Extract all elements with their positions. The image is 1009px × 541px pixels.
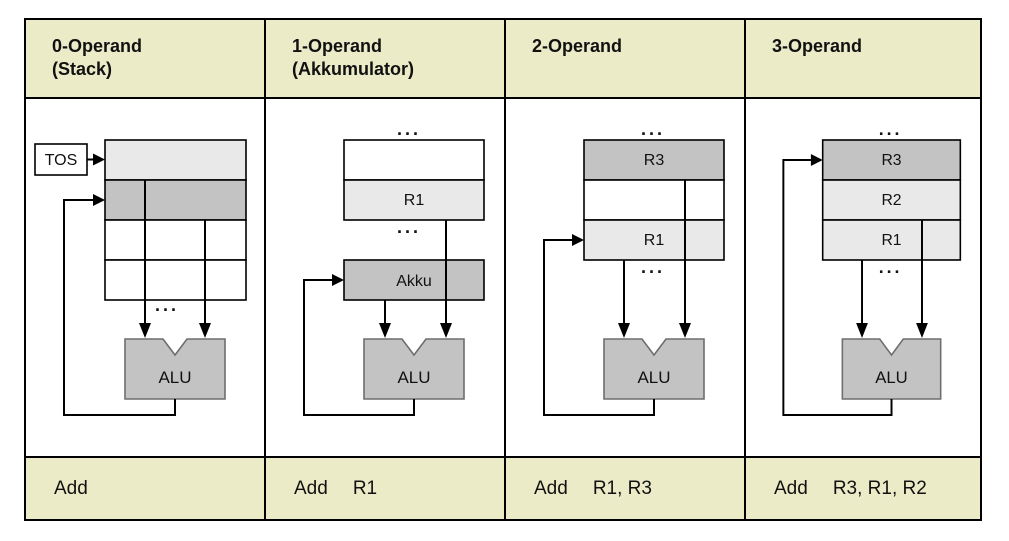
result-feedback-arrowhead <box>93 194 105 206</box>
alu-label: ALU <box>875 368 908 387</box>
register-cell-r3 <box>583 139 725 181</box>
result-feedback-line <box>63 199 176 416</box>
stack-cell-second <box>104 179 247 221</box>
register-cell-r3 <box>821 139 962 181</box>
instruction-opcode: Add <box>774 477 808 499</box>
instruction-cell-accumulator: Add R1 <box>266 456 506 519</box>
tos-pointer-arrowhead <box>93 153 105 166</box>
diagram-cell-stack: TOS ... ALU <box>26 99 266 456</box>
header-line-1: 2-Operand <box>532 36 623 56</box>
accumulator-diagram: ... R1 ... Akku ALU <box>303 119 485 416</box>
instruction-operands: R1, R3 <box>592 477 652 499</box>
result-feedback-arrowhead <box>332 274 344 286</box>
instruction-operands: R1 <box>352 477 378 499</box>
header-line-1: 1-Operand <box>292 36 383 56</box>
register-cell-empty <box>583 179 725 221</box>
instruction-opcode: Add <box>534 477 568 499</box>
alu-label: ALU <box>397 368 430 387</box>
three-operand-diagram: ... R3 R2 R1 ... ALU <box>782 119 962 416</box>
header-line-1: 3-Operand <box>772 36 863 56</box>
ellipsis-top: ... <box>879 119 903 139</box>
operand-arrowhead-right <box>679 323 691 338</box>
alu-box <box>363 338 465 400</box>
register-cell-r1 <box>821 219 962 261</box>
result-feedback-line <box>303 279 415 416</box>
ellipsis-bottom: ... <box>155 295 179 315</box>
header-line-1: 0-Operand <box>52 36 143 56</box>
stack-cell-third <box>104 219 247 261</box>
column-header-stack: 0-Operand (Stack) <box>26 20 266 99</box>
ellipsis-bottom: ... <box>397 217 421 237</box>
result-feedback-arrowhead <box>810 154 823 166</box>
instruction-operands: R3, R1, R2 <box>832 477 927 499</box>
two-operand-diagram: ... R3 R1 ... ALU <box>543 119 725 416</box>
column-header-3-operand: 3-Operand <box>746 20 980 99</box>
result-feedback-line <box>782 159 893 416</box>
r1-label: R1 <box>404 192 425 209</box>
column-header-accumulator: 1-Operand (Akkumulator) <box>266 20 506 99</box>
operand-arrowhead-left <box>618 323 630 338</box>
diagram-cell-accumulator: ... R1 ... Akku ALU <box>266 99 506 456</box>
operand-arrowhead-left <box>856 323 868 338</box>
register-cell-r1 <box>583 219 725 261</box>
alu-label: ALU <box>637 368 670 387</box>
alu-box <box>124 338 226 400</box>
header-line-2: (Akkumulator) <box>292 59 415 79</box>
result-feedback-arrowhead <box>572 234 584 246</box>
ellipsis-top: ... <box>397 119 421 139</box>
diagram-cell-3-operand: ... R3 R2 R1 ... ALU <box>746 99 980 456</box>
ellipsis-top: ... <box>641 119 665 139</box>
operand-arrowhead-right <box>916 323 928 338</box>
stack-diagram: TOS ... ALU <box>34 139 247 416</box>
operand-arrowhead-right <box>199 323 211 338</box>
r1-label: R1 <box>644 232 665 249</box>
instruction-opcode: Add <box>294 477 328 499</box>
r3-label: R3 <box>644 152 665 169</box>
instruction-cell-2-operand: Add R1, R3 <box>506 456 746 519</box>
instruction-cell-3-operand: Add R3, R1, R2 <box>746 456 980 519</box>
diagram-cell-2-operand: ... R3 R1 ... ALU <box>506 99 746 456</box>
header-line-2: (Stack) <box>52 59 113 79</box>
alu-box <box>603 338 705 400</box>
instruction-opcode: Add <box>54 477 88 499</box>
result-feedback-line <box>543 239 655 416</box>
register-cell-r2 <box>821 179 962 221</box>
operand-arrowhead-left <box>379 323 391 338</box>
akku-box <box>343 259 485 301</box>
r3-label: R3 <box>881 152 901 169</box>
architecture-table: 0-Operand (Stack) 1-Operand (Akkumulator… <box>24 18 982 521</box>
r2-label: R2 <box>881 192 901 209</box>
stack-cell-top <box>104 139 247 181</box>
operand-arrowhead-right <box>440 323 452 338</box>
r1-label: R1 <box>881 232 901 249</box>
ellipsis-bottom: ... <box>879 257 903 277</box>
register-cell-empty <box>343 139 485 181</box>
register-cell-r1 <box>343 179 485 221</box>
alu-box <box>841 338 942 400</box>
alu-label: ALU <box>158 368 191 387</box>
operand-arrowhead-left <box>139 323 151 338</box>
akku-label: Akku <box>396 273 432 290</box>
stack-cell-fourth <box>104 259 247 301</box>
tos-label: TOS <box>45 152 78 169</box>
instruction-cell-stack: Add <box>26 456 266 519</box>
ellipsis-bottom: ... <box>641 257 665 277</box>
column-header-2-operand: 2-Operand <box>506 20 746 99</box>
